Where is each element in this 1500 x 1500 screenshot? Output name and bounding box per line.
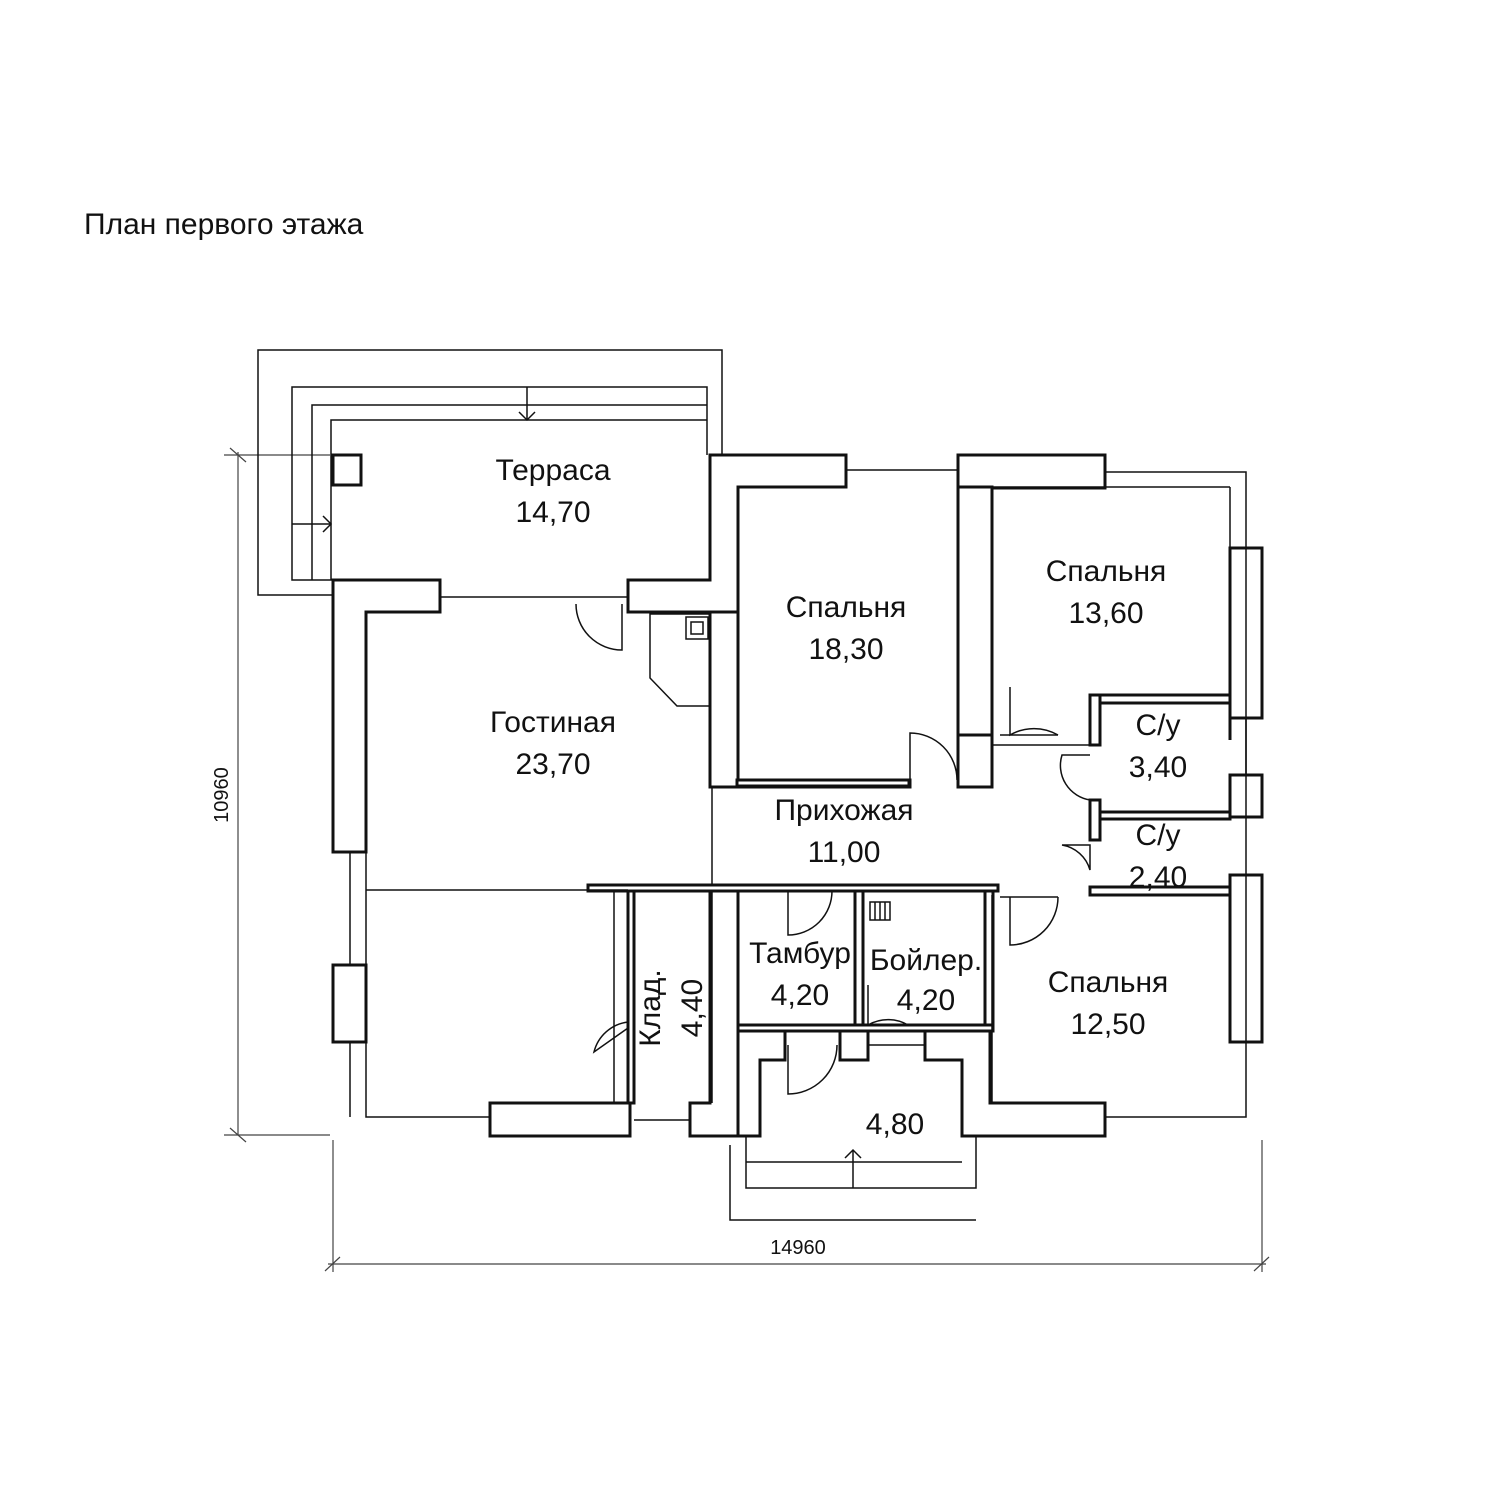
room-name-hall: Прихожая: [774, 794, 913, 827]
room-area-living: 23,70: [515, 748, 590, 781]
room-area-boiler: 4,20: [897, 984, 955, 1017]
room-name-bath-1: С/у: [1136, 709, 1181, 742]
room-name-boiler: Бойлер.: [870, 944, 982, 977]
room-area-hall: 11,00: [808, 836, 881, 869]
room-name-terrace: Терраса: [495, 454, 610, 487]
page-title: План первого этажа: [84, 208, 364, 241]
room-name-storage: Клад.: [634, 969, 667, 1047]
walls: [331, 453, 1264, 1138]
doors: [575, 603, 1091, 1095]
room-area-storage: 4,40: [676, 979, 709, 1037]
room-name-bedroom-2: Спальня: [1046, 555, 1167, 588]
room-name-bath-2: С/у: [1136, 819, 1181, 852]
room-area-terrace: 14,70: [515, 496, 590, 529]
room-name-bedroom-1: Спальня: [786, 591, 907, 624]
room-name-bedroom-3: Спальня: [1048, 966, 1169, 999]
room-area-bedroom-1: 18,30: [808, 633, 883, 666]
room-name-vestibule: Тамбур: [749, 937, 851, 970]
porch-steps: [729, 1135, 977, 1221]
room-area-porch: 4,80: [866, 1108, 924, 1141]
width-dimension: 14960: [770, 1237, 826, 1259]
room-labels: Терраса 14,70 Гостиная 23,70 Спальня 18,…: [490, 454, 1187, 1141]
room-area-bedroom-3: 12,50: [1070, 1008, 1145, 1041]
room-name-living: Гостиная: [490, 706, 616, 739]
terrace-structure: [257, 349, 723, 596]
room-area-bath-2: 2,40: [1129, 861, 1187, 894]
room-area-bedroom-2: 13,60: [1068, 597, 1143, 630]
height-dimension: 10960: [211, 767, 233, 823]
room-area-bath-1: 3,40: [1129, 751, 1187, 784]
dimension-lines: [224, 447, 1270, 1272]
room-area-vestibule: 4,20: [771, 979, 829, 1012]
room-outlines: [349, 455, 1247, 1121]
